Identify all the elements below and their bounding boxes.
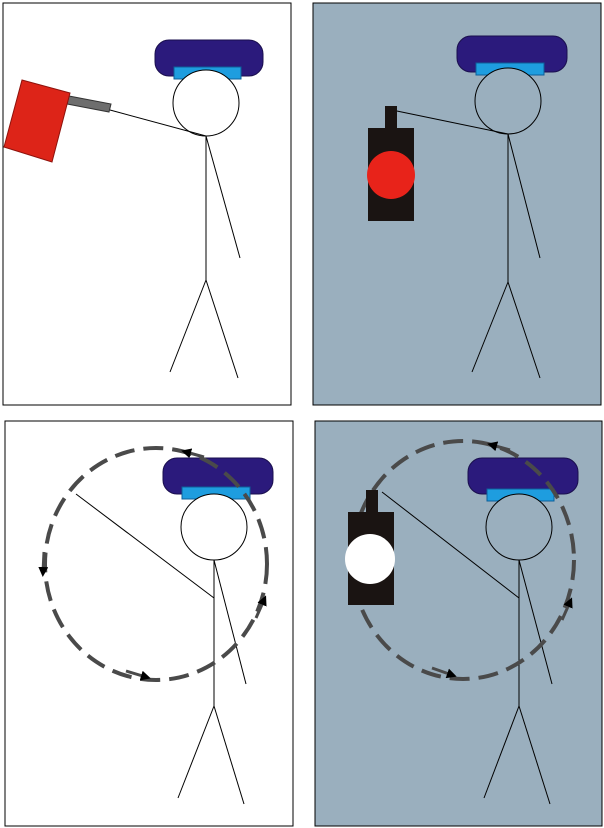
motion-arrow xyxy=(487,441,511,452)
cap-icon xyxy=(162,457,274,500)
lamp-light-white xyxy=(345,534,395,584)
left-leg xyxy=(177,705,215,799)
right-leg xyxy=(507,281,541,379)
signal-figure xyxy=(75,457,274,805)
left-arm xyxy=(109,109,207,137)
panel-flag xyxy=(2,2,292,406)
right-arm xyxy=(518,559,553,685)
motion-arrow xyxy=(254,595,267,619)
left-arm xyxy=(391,109,509,135)
motion-circle xyxy=(43,446,269,682)
right-arm xyxy=(507,133,541,259)
right-arm xyxy=(205,135,241,259)
right-leg xyxy=(518,705,551,805)
red-lamp-icon xyxy=(367,106,415,221)
left-leg xyxy=(483,705,520,799)
right-leg xyxy=(213,705,245,805)
white-lamp-icon xyxy=(345,490,395,605)
head xyxy=(172,69,240,137)
lamp-light-red xyxy=(367,151,415,199)
flag-cloth xyxy=(3,79,71,163)
lamp-handle xyxy=(385,106,397,130)
signal-figure xyxy=(109,39,264,379)
panel-circle-motion xyxy=(4,420,294,827)
panel-lamp-red xyxy=(312,2,602,406)
left-leg xyxy=(471,281,509,373)
motion-arrow xyxy=(125,669,151,681)
head xyxy=(474,67,542,135)
motion-arrow xyxy=(181,448,205,459)
circular-motion-arrows-icon xyxy=(38,446,269,682)
motion-arrow xyxy=(38,551,49,577)
head xyxy=(485,493,553,561)
lamp-handle xyxy=(366,490,378,514)
left-arm xyxy=(381,491,520,599)
motion-arrow xyxy=(560,597,573,621)
motion-arrow xyxy=(431,666,457,679)
panel-lamp-white-circle xyxy=(314,420,603,827)
head xyxy=(180,493,248,561)
left-leg xyxy=(169,279,207,373)
signal-figure xyxy=(391,35,568,379)
right-leg xyxy=(205,279,239,379)
left-arm xyxy=(75,493,215,599)
flag-icon xyxy=(3,79,112,163)
right-arm xyxy=(213,559,247,685)
